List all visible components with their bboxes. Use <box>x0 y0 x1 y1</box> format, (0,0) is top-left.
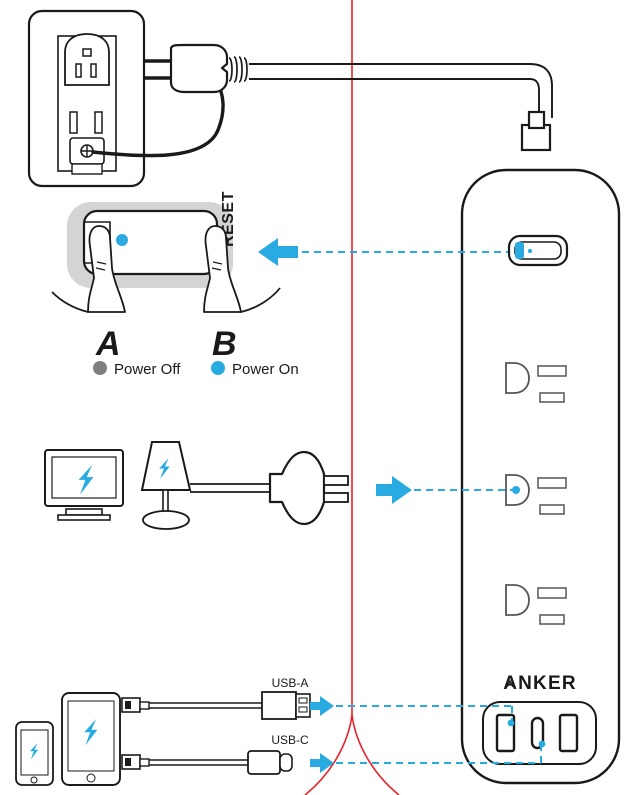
usb-port-housing <box>482 701 597 765</box>
usb-c-port-center[interactable] <box>530 716 546 750</box>
ac-outlet-target-dot <box>512 486 520 494</box>
detail-indicator-dot <box>116 234 128 246</box>
usb-a-cable: USB-A <box>121 676 513 722</box>
appliance-icons <box>44 441 349 530</box>
page-fold-mark <box>304 0 400 795</box>
power-on-label: Power On <box>232 361 299 378</box>
receptacle-lower <box>69 111 103 134</box>
arrow-to-ac-outlet <box>376 476 514 504</box>
smartphone-icon <box>15 721 54 786</box>
rocker-switch[interactable] <box>507 234 569 267</box>
tablet-icon <box>61 692 121 786</box>
tv-monitor-icon <box>44 449 124 521</box>
usb-c-label: USB-C <box>271 733 309 747</box>
mobile-device-icons <box>15 692 121 786</box>
ac-outlet-bottom[interactable] <box>505 584 567 625</box>
hand-pointer-b <box>203 225 281 313</box>
table-lamp-icon <box>140 441 192 530</box>
main-power-cord <box>249 63 553 118</box>
wall-outlet-plate <box>27 9 146 188</box>
step-b-letter: B <box>212 325 237 363</box>
power-on-dot <box>211 361 225 375</box>
ground-wire <box>91 82 225 158</box>
step-legend: A Power Off B Power On <box>93 325 299 378</box>
step-a-letter: A <box>95 325 121 363</box>
usb-c-cable: USB-C <box>121 733 542 775</box>
two-prong-plug-icon <box>268 450 349 526</box>
usb-a-label: USB-A <box>272 676 309 690</box>
switch-indicator-dot <box>527 248 533 254</box>
usb-a-port-right[interactable] <box>558 713 579 753</box>
cord-strain-relief <box>520 110 552 152</box>
anker-power-strip: ANKER <box>460 168 621 785</box>
power-off-dot <box>93 361 107 375</box>
receptacle-upper <box>64 33 110 86</box>
anker-logo: ANKER <box>503 673 577 694</box>
ac-outlet-middle[interactable] <box>505 474 567 515</box>
power-off-label: Power Off <box>114 361 181 378</box>
power-plug <box>145 43 248 94</box>
ground-screw <box>69 137 105 175</box>
hand-pointer-a <box>51 225 126 313</box>
ac-outlet-top[interactable] <box>505 362 567 403</box>
anker-wordmark: ANKER <box>503 673 577 694</box>
arrow-to-switch <box>258 238 508 266</box>
power-switch-detail: RESET <box>51 191 281 313</box>
